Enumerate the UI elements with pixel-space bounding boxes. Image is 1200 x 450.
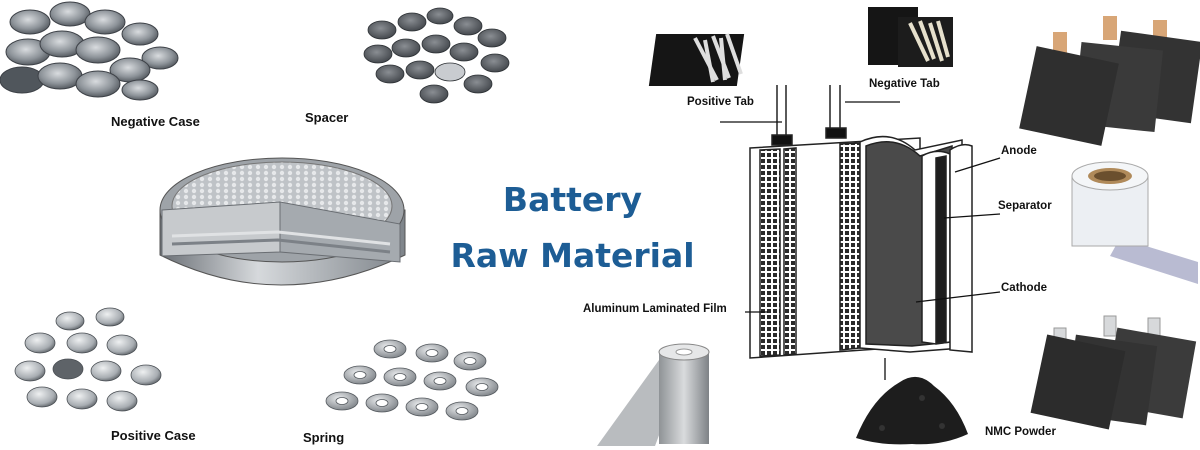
spacer-label: Spacer	[305, 110, 349, 125]
positive-case-photo	[14, 307, 162, 412]
aluminum-film-roll-photo	[597, 343, 710, 446]
page-title: Battery Raw Material	[440, 172, 705, 284]
title-line-1: Battery	[502, 180, 643, 219]
separator-roll-photo	[1071, 161, 1198, 284]
spring-photo	[325, 339, 499, 421]
spacer-photo	[363, 7, 510, 104]
nmc-powder-photo	[856, 376, 968, 445]
anode-sheets-photo	[1019, 16, 1200, 146]
positive-tab-label: Positive Tab	[687, 96, 754, 108]
spring-label: Spring	[303, 430, 345, 445]
coin-cell-cutaway	[159, 157, 406, 286]
positive-case-label: Positive Case	[111, 428, 196, 443]
negative-tab-box-photo	[868, 7, 953, 67]
separator-label: Separator	[998, 200, 1052, 212]
nmc-powder-label: NMC Powder	[985, 426, 1056, 438]
negative-case-photo	[0, 1, 179, 101]
pouch-cell-diagram	[720, 85, 1001, 380]
aluminum-laminated-film-label: Aluminum Laminated Film	[583, 303, 727, 315]
title-line-2: Raw Material	[450, 236, 695, 275]
positive-tab-box-photo	[648, 33, 745, 86]
anode-label: Anode	[1001, 145, 1037, 157]
negative-case-label: Negative Case	[111, 114, 200, 129]
negative-tab-label: Negative Tab	[869, 78, 940, 90]
cathode-sheets-photo	[1030, 315, 1197, 430]
cathode-label: Cathode	[1001, 282, 1047, 294]
